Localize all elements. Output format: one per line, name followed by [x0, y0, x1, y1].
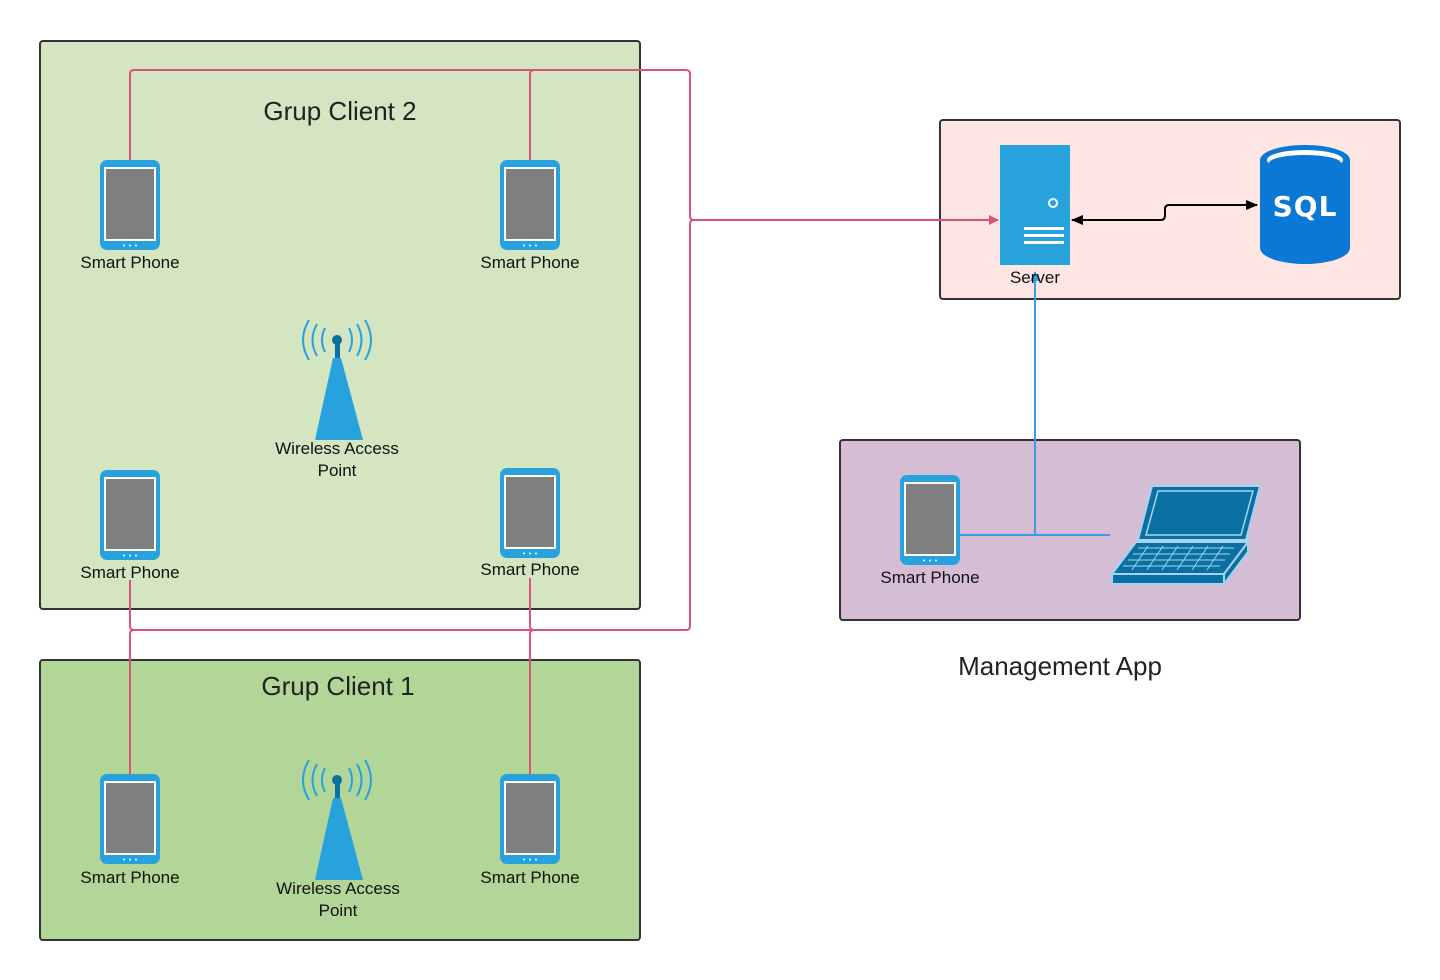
smartphone-icon: [100, 470, 160, 560]
wap-label-line2: Point: [318, 901, 358, 920]
smartphone-label: Smart Phone: [80, 868, 180, 887]
smartphone-label: Smart Phone: [80, 563, 180, 582]
smartphone-label: Smart Phone: [480, 868, 580, 887]
smartphone-icon: [500, 774, 560, 864]
wap-label: Wireless Access Point: [257, 438, 417, 482]
server-label: Server: [1009, 268, 1061, 287]
smartphone-icon: [500, 468, 560, 558]
smartphone-icon: [100, 774, 160, 864]
wap-label-line1: Wireless Access: [275, 439, 399, 458]
group-client-2-title: Grup Client 2: [263, 96, 417, 126]
sql-label: SQL: [1272, 190, 1338, 223]
laptop-icon: [1110, 485, 1262, 587]
smartphone-label: Smart Phone: [480, 253, 580, 272]
smartphone-label: Smart Phone: [880, 568, 980, 587]
wap-label: Wireless Access Point: [258, 878, 418, 922]
sql-database-icon: [1260, 145, 1350, 264]
smartphone-label: Smart Phone: [480, 560, 580, 579]
wap-label-line1: Wireless Access: [276, 879, 400, 898]
wireless-access-point-icon: [302, 319, 372, 440]
smartphone-icon: [100, 160, 160, 250]
smartphone-icon: [900, 475, 960, 565]
smartphone-icon: [500, 160, 560, 250]
wap-label-line2: Point: [317, 461, 357, 480]
group-client-1-title: Grup Client 1: [261, 671, 415, 701]
server-icon: [1000, 145, 1070, 265]
management-app-title: Management App: [958, 651, 1162, 681]
wireless-access-point-icon: [302, 759, 372, 880]
smartphone-label: Smart Phone: [80, 253, 180, 272]
